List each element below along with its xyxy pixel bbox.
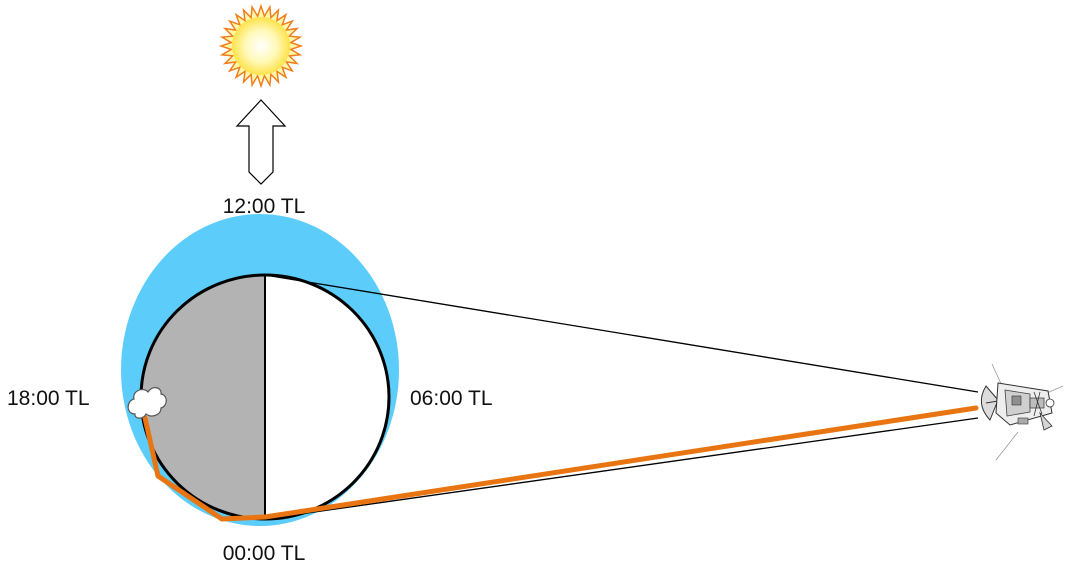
sun-disk — [232, 17, 290, 75]
label-dusk: 18:00 TL — [7, 387, 90, 410]
signal-path — [142, 405, 979, 522]
label-dawn: 06:00 TL — [410, 387, 493, 410]
planet-night-side — [141, 275, 265, 519]
upper-tangent-line — [264, 274, 979, 393]
sun-icon — [218, 3, 304, 89]
spacecraft-icon — [980, 363, 1064, 461]
cloud-icon — [127, 387, 167, 419]
up-arrow-icon — [235, 99, 287, 185]
lower-tangent-line — [264, 417, 979, 520]
label-midnight: 00:00 TL — [223, 542, 306, 565]
planet-day-side — [265, 275, 389, 519]
label-noon: 12:00 TL — [223, 195, 306, 218]
